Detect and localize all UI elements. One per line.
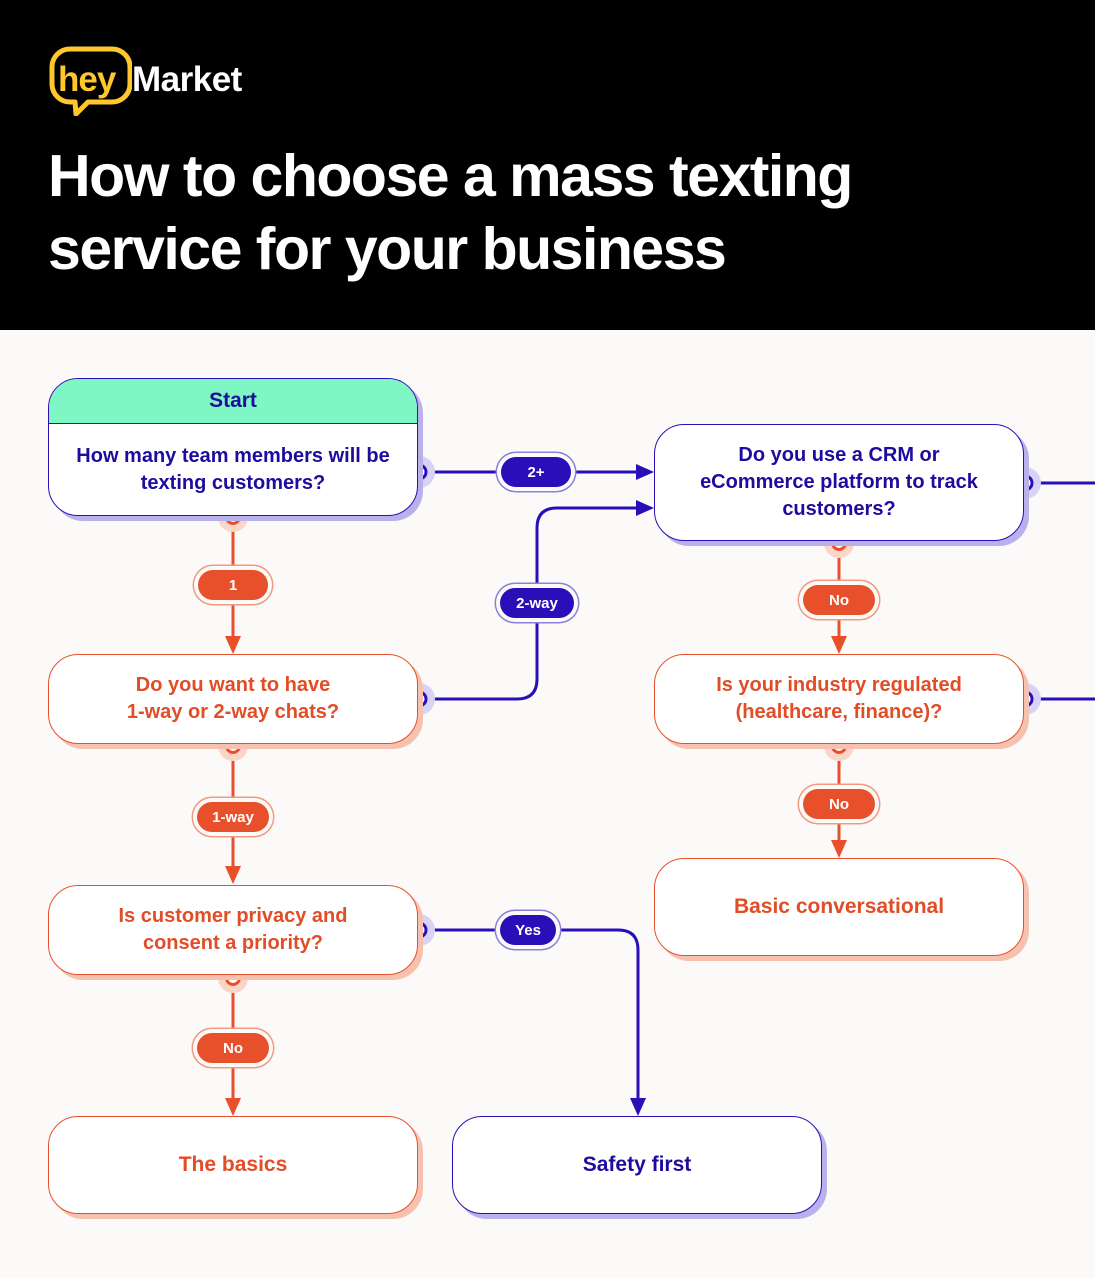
start-question: How many team members will be texting cu… [76,445,390,494]
chats-question-text: Do you want to have 1-way or 2-way chats… [107,672,359,726]
arrowhead-basics [225,1098,241,1116]
result-basic-conversational: Basic conversational [654,858,1024,956]
start-node: Start How many team members will be text… [48,378,418,516]
chats-question-node: Do you want to have 1-way or 2-way chats… [48,654,418,744]
arrowhead-regulated [831,636,847,654]
crm-question-line-1: Do you use a CRM or [738,444,940,466]
regulated-question-line-1: Is your industry regulated [716,674,962,696]
start-label: Start [49,379,417,424]
crm-question-line-3: customers? [782,498,896,520]
edge-label-privacy-yes: Yes [500,915,556,945]
arrowhead-safety [630,1098,646,1116]
privacy-question-line-1: Is customer privacy and [118,905,348,927]
result-the-basics: The basics [48,1116,418,1214]
edge-label-one-way: 1-way [197,802,269,832]
speech-bubble-logo-icon [49,46,132,116]
edge-label-privacy-no: No [197,1033,269,1063]
regulated-question-text: Is your industry regulated (healthcare, … [696,672,982,726]
orange-arrowheads [225,636,847,1116]
blue-arrowheads [630,464,654,1116]
result-safety-first: Safety first [452,1116,822,1214]
arrowhead-basic-conv [831,840,847,858]
privacy-question-line-2: consent a priority? [142,932,323,954]
edge-label-two-way: 2-way [500,588,574,618]
edge-label-regulated-no: No [803,789,875,819]
flowchart: Start How many team members will be text… [0,330,1095,1278]
arrowhead-chats [225,636,241,654]
regulated-question-node: Is your industry regulated (healthcare, … [654,654,1024,744]
result-safety-first-label: Safety first [582,1153,692,1176]
crm-question-text: Do you use a CRM or eCommerce platform t… [680,442,998,523]
logo-hey-text: hey [58,60,116,99]
edge-privacy-to-safety [419,928,640,1100]
edge-label-two-plus: 2+ [501,457,571,487]
chats-question-line-1: Do you want to have [135,674,331,696]
page-title: How to choose a mass texting service for… [48,140,1048,286]
arrowhead-crm-top [636,464,654,480]
title-line-2: service for your business [48,216,727,282]
edge-label-crm-no: No [803,585,875,615]
logo-market-text: Market [132,60,242,99]
result-basic-conversational-label: Basic conversational [733,895,945,918]
arrowhead-crm-mid [636,500,654,516]
header: hey Market How to choose a mass texting … [0,0,1095,330]
title-line-1: How to choose a mass texting [48,143,853,209]
blue-connectors [419,470,1095,1100]
edge-label-one: 1 [198,570,268,600]
crm-question-node: Do you use a CRM or eCommerce platform t… [654,424,1024,541]
regulated-question-line-2: (healthcare, finance)? [735,701,943,723]
chats-question-line-2: 1-way or 2-way chats? [126,701,340,723]
privacy-question-node: Is customer privacy and consent a priori… [48,885,418,975]
arrowhead-privacy [225,866,241,884]
crm-question-line-2: eCommerce platform to track [700,471,978,493]
result-the-basics-label: The basics [178,1153,288,1176]
privacy-question-text: Is customer privacy and consent a priori… [99,903,368,957]
